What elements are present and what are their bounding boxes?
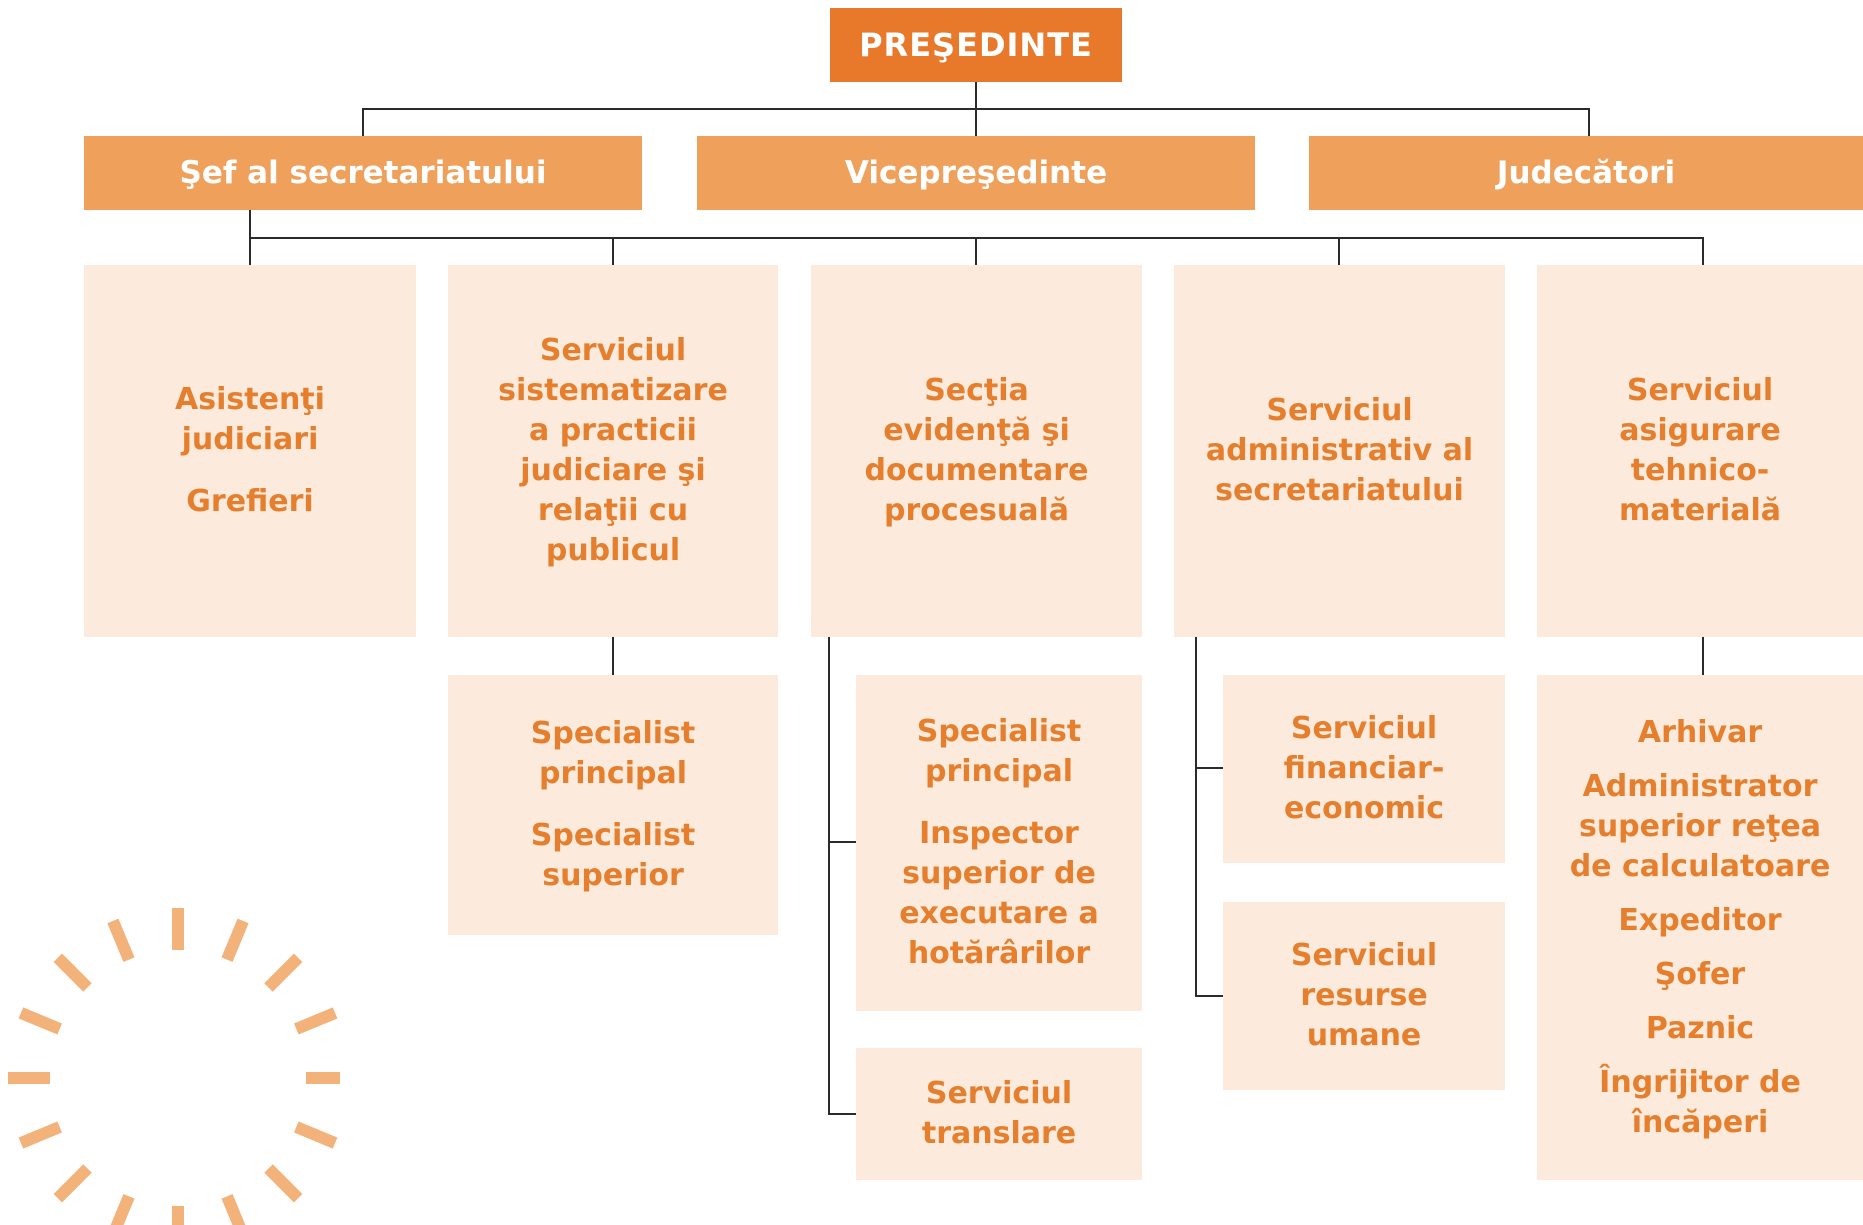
- connector-drop-3: [975, 237, 977, 265]
- sofer-label: Şofer: [1654, 956, 1746, 992]
- sunburst-ray: [294, 1121, 338, 1149]
- administrativ-label: Serviciul administrativ al secretariatul…: [1205, 393, 1474, 508]
- evidenta-staff-box: Specialist principal Inspector superior …: [856, 675, 1142, 1011]
- vicepresident-label: Vicepreşedinte: [844, 155, 1108, 191]
- connector-drop-4: [1338, 237, 1340, 265]
- sef-secretariat-box: Şef al secretariatului: [84, 136, 642, 210]
- paznic-label: Paznic: [1645, 1010, 1755, 1046]
- expeditor-label: Expeditor: [1618, 902, 1782, 938]
- connector-admin-branch-1: [1195, 767, 1223, 769]
- connector-admin-vertical: [1195, 637, 1197, 997]
- sistematizare-label: Serviciul sistematizare a practicii judi…: [498, 333, 728, 568]
- sunburst-ray: [18, 1121, 62, 1149]
- resurse-umane-box: Serviciul resurse umane: [1223, 902, 1505, 1090]
- specialist-superior-label: Specialist superior: [530, 818, 696, 893]
- tehnico-label: Serviciul asigurare tehnico- materială: [1618, 373, 1782, 528]
- dept-administrativ-box: Serviciul administrativ al secretariatul…: [1174, 265, 1505, 637]
- connector-level2-horizontal: [362, 108, 1590, 110]
- connector-sef-up: [362, 108, 364, 136]
- vicepresident-box: Vicepreşedinte: [697, 136, 1255, 210]
- sunburst-ray: [53, 1164, 92, 1203]
- connector-evidenta-branch-1: [828, 841, 856, 843]
- resurse-umane-label: Serviciul resurse umane: [1290, 938, 1438, 1053]
- tehnico-staff-box: Arhivar Administrator superior reţea de …: [1537, 675, 1863, 1180]
- sunburst-ray: [264, 953, 303, 992]
- dept-evidenta-box: Secţia evidenţă şi documentare procesual…: [811, 265, 1142, 637]
- sunburst-ray: [264, 1164, 303, 1203]
- judges-label: Judecători: [1496, 155, 1676, 191]
- connector-judges-up: [1588, 108, 1590, 136]
- sunburst-ray: [221, 1194, 246, 1225]
- evidenta-label: Secţia evidenţă şi documentare procesual…: [864, 373, 1089, 528]
- judges-box: Judecători: [1309, 136, 1863, 210]
- connector-drop-5: [1702, 237, 1704, 265]
- dept-sistematizare-box: Serviciul sistematizare a practicii judi…: [448, 265, 778, 637]
- dept-asistenti-box: Asistenţi judiciari Grefieri: [84, 265, 416, 637]
- connector-drop-2: [612, 237, 614, 265]
- president-box: PREŞEDINTE: [830, 8, 1122, 82]
- financiar-box: Serviciul financiar- economic: [1223, 675, 1505, 863]
- sunburst-ray: [18, 1007, 62, 1035]
- connector-admin-branch-2: [1195, 995, 1223, 997]
- evidenta-specialist-principal-label: Specialist principal: [916, 714, 1082, 789]
- connector-sistematizare-down: [612, 637, 614, 675]
- sunburst-ray: [221, 918, 249, 962]
- grefieri-label: Grefieri: [186, 484, 314, 519]
- inspector-superior-label: Inspector superior de executare a hotărâ…: [899, 816, 1099, 971]
- president-label: PREŞEDINTE: [859, 26, 1093, 64]
- connector-tehnico-down: [1702, 637, 1704, 675]
- sistematizare-staff-box: Specialist principal Specialist superior: [448, 675, 778, 935]
- translare-label: Serviciul translare: [921, 1076, 1077, 1151]
- sunburst-decoration: [8, 908, 340, 1225]
- sunburst-ray: [53, 953, 92, 992]
- dept-tehnico-box: Serviciul asigurare tehnico- materială: [1537, 265, 1863, 637]
- translare-box: Serviciul translare: [856, 1048, 1142, 1180]
- sunburst-ray: [107, 918, 135, 962]
- asistenti-judiciari-label: Asistenţi judiciari: [175, 382, 325, 457]
- financiar-label: Serviciul financiar- economic: [1283, 711, 1445, 826]
- sunburst-ray: [110, 1194, 135, 1225]
- connector-evidenta-vertical: [828, 637, 830, 1115]
- specialist-principal-label: Specialist principal: [530, 716, 696, 791]
- sunburst-ray: [294, 1007, 338, 1035]
- arhivar-label: Arhivar: [1637, 714, 1763, 750]
- connector-evidenta-branch-2: [828, 1113, 856, 1115]
- sef-secretariat-label: Şef al secretariatului: [179, 155, 547, 191]
- administrator-retea-label: Administrator superior reţea de calculat…: [1569, 768, 1831, 884]
- ingrijitor-label: Îngrijitor de încăperi: [1599, 1064, 1801, 1140]
